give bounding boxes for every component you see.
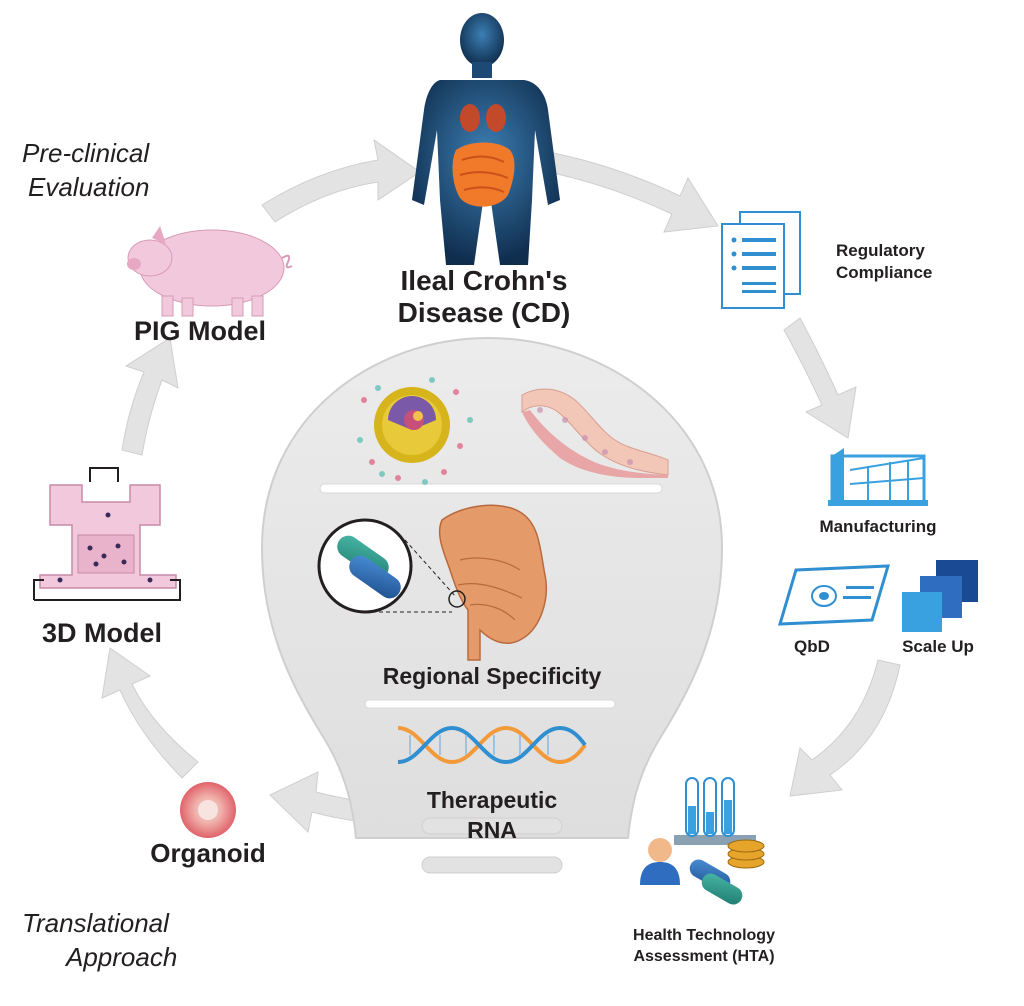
pig-icon [127, 226, 293, 317]
manufacturing-label: Manufacturing [819, 517, 936, 536]
capsule-magnifier-icon [317, 518, 457, 614]
bulb-separator-bottom [364, 699, 616, 709]
qbd-label: QbD [794, 637, 830, 656]
organoid-label: Organoid [150, 838, 266, 868]
preclinical-label-line1: Pre-clinical [22, 138, 150, 168]
scale-up-label: Scale Up [902, 637, 974, 656]
preclinical-label-line2: Evaluation [28, 172, 149, 202]
cycle-arrows [101, 138, 901, 833]
human-body-icon [412, 13, 560, 265]
arrow-disease-to-regulatory [547, 151, 719, 233]
intestinal-tissue-icon [521, 388, 669, 478]
factory-icon [828, 448, 928, 506]
bulb-base-ring-1 [421, 817, 563, 835]
therapeutic-label-line2: RNA [467, 817, 517, 843]
3d-model-icon [33, 467, 181, 601]
translational-label-line2: Approach [64, 942, 177, 972]
arrow-regulatory-to-manufacturing [783, 317, 857, 439]
diagram-labels: Ileal Crohn's Disease (CD) Regulatory Co… [22, 138, 974, 972]
rna-helix-icon [397, 725, 587, 765]
pig-model-label: PIG Model [134, 316, 266, 346]
qbd-tablet-icon [777, 564, 891, 626]
disease-label-line2: Disease (CD) [398, 297, 571, 328]
disease-label-line1: Ileal Crohn's [401, 265, 568, 296]
hta-icon [640, 777, 765, 905]
therapeutic-label-line1: Therapeutic [427, 787, 558, 813]
translational-label-line1: Translational [22, 908, 170, 938]
bulb-base-ring-2 [421, 856, 563, 874]
arrow-3d-to-pig [121, 337, 179, 456]
arrow-organoid-to-3d [101, 647, 199, 779]
intestine-icon [438, 504, 547, 661]
arrow-scaleup-to-hta [789, 659, 901, 797]
3d-model-label: 3D Model [42, 618, 162, 648]
bulb-separator-top [319, 483, 663, 494]
hta-label-line2: Assessment (HTA) [633, 948, 774, 965]
hta-label-line1: Health Technology [633, 927, 775, 944]
regional-specificity-label: Regional Specificity [383, 663, 602, 689]
scale-up-icon [902, 560, 978, 632]
nanoparticle-icon [357, 377, 473, 485]
organoid-icon [180, 782, 236, 838]
arrow-pig-to-disease [261, 138, 421, 223]
regulatory-document-icon [721, 211, 801, 309]
regulatory-label-line1: Regulatory [836, 241, 925, 260]
regulatory-label-line2: Compliance [836, 263, 932, 282]
